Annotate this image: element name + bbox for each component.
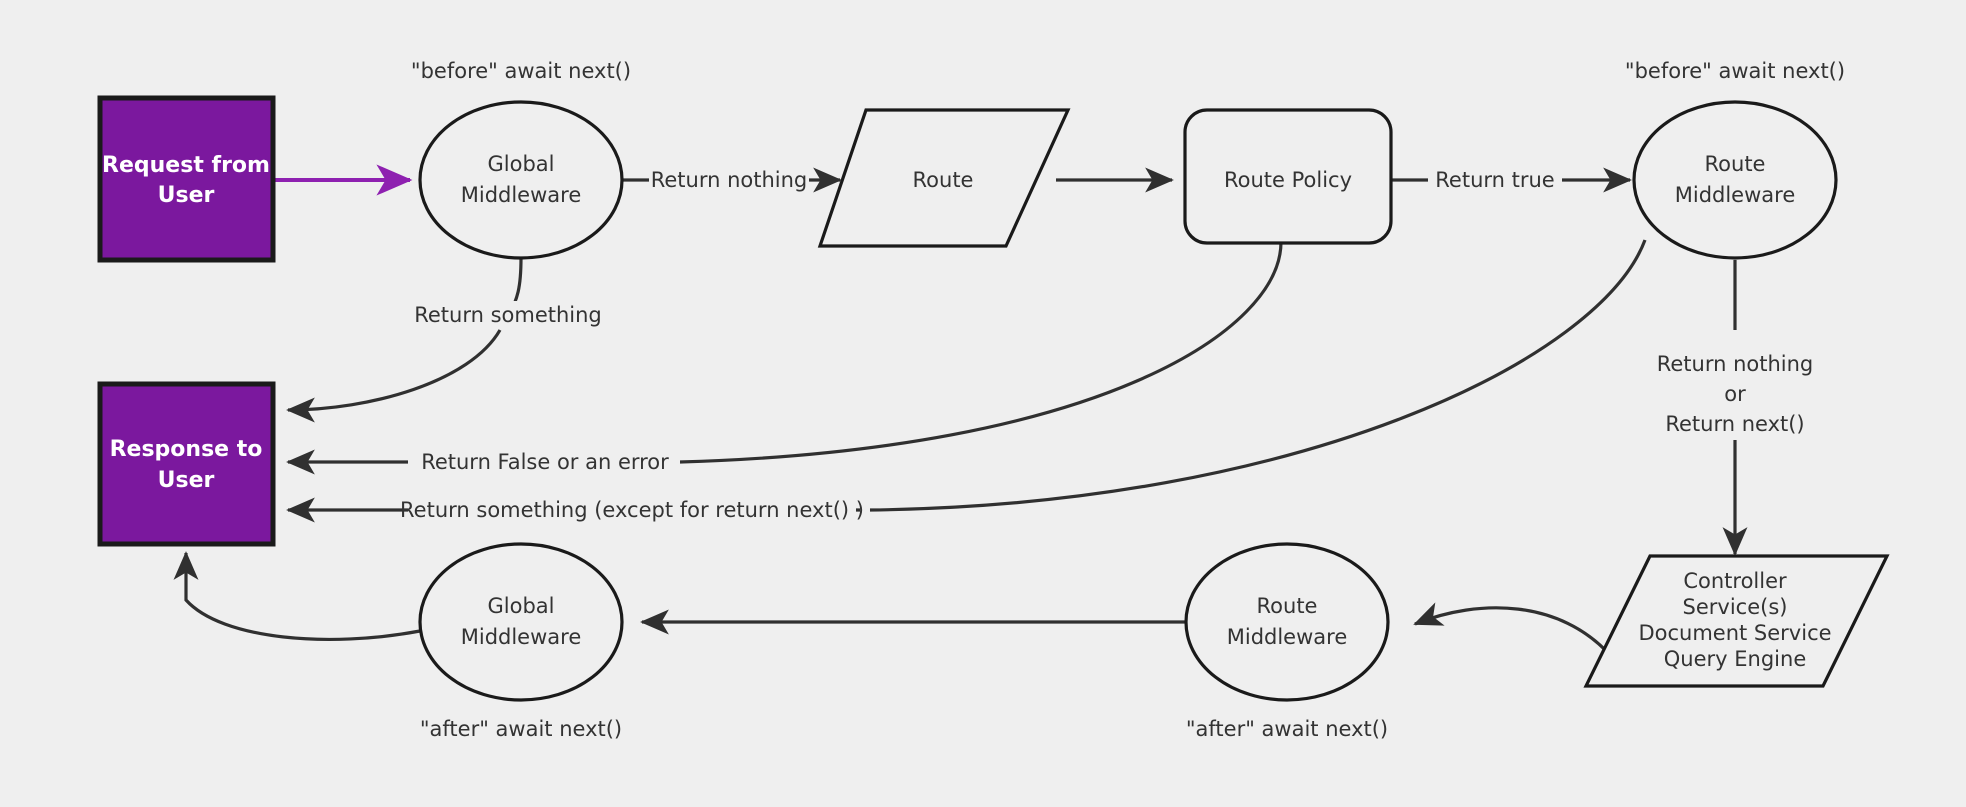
edge-label-backdrop (649, 166, 809, 194)
edge-route-policy-to-response: Return False or an error (286, 241, 1283, 476)
node-route-middleware-top[interactable]: Route Middleware (1632, 100, 1838, 260)
request-box-label-line1: Request from (102, 153, 270, 178)
edge-label-return-nothing: Return nothing (651, 168, 808, 192)
edge-label-return-something: Return something (414, 303, 602, 327)
edge-global-middleware-to-response: Return something (286, 257, 602, 423)
response-box-shape (97, 381, 276, 547)
controller-label-line2: Service(s) (1683, 595, 1788, 619)
edge-label-return-false-or-error: Return False or an error (421, 450, 669, 474)
node-response-to-user[interactable]: Response to User (97, 381, 276, 547)
route-label: Route (913, 168, 974, 192)
edge-global-middleware-bottom-to-response (173, 551, 421, 641)
edge-label-or: or (1724, 382, 1746, 406)
response-box-label-line1: Response to (110, 437, 263, 462)
route-middleware-bottom-label-line2: Middleware (1227, 625, 1348, 649)
edge-label-return-next: Return next() (1665, 412, 1804, 436)
global-middleware-top-label-line2: Middleware (461, 183, 582, 207)
edge-global-middleware-to-route: Return nothing (623, 166, 842, 194)
response-box-label-line2: User (158, 468, 215, 493)
node-global-middleware-bottom[interactable]: Global Middleware (418, 542, 624, 702)
global-middleware-top-label-line1: Global (488, 152, 555, 176)
edge-label-backdrop (410, 301, 602, 329)
global-middleware-bottom-shape (418, 542, 624, 702)
edge-label-return-something-except-next: Return something (except for return next… (400, 498, 864, 522)
annotation-before-await-next-route: "before" await next() (1625, 59, 1845, 83)
node-controller-services[interactable]: Controller Service(s) Document Service Q… (1583, 554, 1890, 688)
edge-label-backdrop (408, 448, 680, 476)
edge-label-backdrop (408, 496, 856, 524)
global-middleware-bottom-label-line1: Global (488, 594, 555, 618)
request-box-shape (97, 95, 276, 263)
edge-label-backdrop (1428, 166, 1562, 194)
global-middleware-top-shape (418, 100, 624, 260)
route-shape (817, 108, 1071, 248)
controller-shape (1583, 554, 1890, 688)
annotation-before-await-next-global: "before" await next() (411, 59, 631, 83)
route-middleware-top-shape (1632, 100, 1838, 260)
route-policy-label: Route Policy (1224, 168, 1352, 192)
route-middleware-bottom-label-line1: Route (1257, 594, 1318, 618)
global-middleware-bottom-label-line2: Middleware (461, 625, 582, 649)
edge-label-return-nothing-2: Return nothing (1657, 352, 1814, 376)
edge-label-return-true: Return true (1435, 168, 1554, 192)
edge-route-middleware-to-response: Return something (except for return next… (286, 239, 1647, 524)
node-route-middleware-bottom[interactable]: Route Middleware (1184, 542, 1390, 702)
annotation-after-await-next-global: "after" await next() (420, 717, 622, 741)
node-request-from-user[interactable]: Request from User (97, 95, 276, 263)
node-route-policy[interactable]: Route Policy (1183, 108, 1393, 245)
node-route[interactable]: Route (817, 108, 1071, 248)
request-box-label-line2: User (158, 183, 215, 208)
edge-controller-to-route-middleware-bottom (1413, 602, 1612, 657)
route-middleware-top-label-line1: Route (1705, 152, 1766, 176)
route-policy-shape (1183, 108, 1393, 245)
controller-label-line4: Query Engine (1664, 647, 1806, 671)
controller-label-line3: Document Service (1638, 621, 1831, 645)
controller-label-line1: Controller (1683, 569, 1787, 593)
edge-route-middleware-to-controller: Return nothing or Return next() (1657, 260, 1814, 556)
node-global-middleware-top[interactable]: Global Middleware (418, 100, 624, 260)
edge-route-policy-to-route-middleware: Return true (1391, 166, 1632, 194)
route-middleware-bottom-shape (1184, 542, 1390, 702)
annotation-after-await-next-route: "after" await next() (1186, 717, 1388, 741)
route-middleware-top-label-line2: Middleware (1675, 183, 1796, 207)
